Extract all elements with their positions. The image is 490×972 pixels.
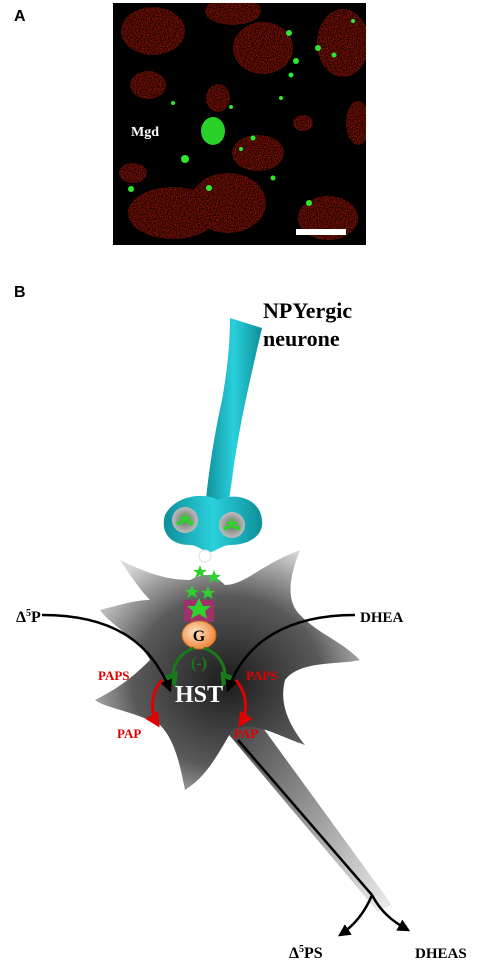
vesicle-left: [172, 507, 198, 533]
npyergic-label-line2: neurone: [263, 326, 340, 351]
fluorescence-micrograph: Mgd: [113, 3, 366, 245]
g-label: G: [193, 628, 206, 645]
inhibition-label: (-): [191, 655, 207, 672]
panel-b-letter: B: [14, 284, 26, 301]
vesicle-right: [219, 512, 245, 538]
delta5ps-arrow: [337, 894, 374, 937]
paps-label-left: PAPS: [98, 668, 130, 683]
pap-label-right: PAP: [234, 726, 258, 741]
micrograph-image: [119, 3, 366, 240]
delta5ps-label: Δ5PS: [289, 944, 323, 962]
paps-arrow-right: [234, 679, 253, 728]
dhea-arrow: [225, 613, 356, 693]
pap-label-left: PAP: [117, 726, 141, 741]
inhibition-arrow-left: [163, 646, 195, 688]
paps-arrow-left: [145, 679, 164, 728]
g-protein: [181, 620, 217, 650]
paps-label-right: PAPS: [246, 668, 278, 683]
bound-npy: [187, 598, 211, 619]
inhibition-arrow-right: [203, 646, 235, 688]
mgd-label: Mgd: [131, 125, 159, 140]
released-vesicle: [198, 549, 212, 563]
delta5p-arrow: [41, 613, 173, 693]
postsynaptic-neurone: [95, 550, 360, 790]
npyergic-label-line1: NPYergic: [263, 298, 352, 323]
dheas-arrow: [370, 894, 411, 932]
neurone-diagram: G (-) HST Δ5P DHEA PAPS PAPS PAP PAP NPY…: [16, 298, 467, 962]
dheas-label: DHEAS: [415, 946, 467, 962]
panel-a-letter: A: [14, 8, 26, 25]
product-line: [237, 739, 373, 896]
scale-bar: [296, 229, 346, 235]
dhea-label: DHEA: [360, 610, 404, 626]
axon-shadow: [225, 710, 392, 912]
npy-peptides: [185, 565, 221, 599]
hst-label: HST: [175, 682, 223, 708]
delta5p-label: Δ5P: [16, 608, 41, 626]
npyergic-axon: [205, 318, 262, 515]
